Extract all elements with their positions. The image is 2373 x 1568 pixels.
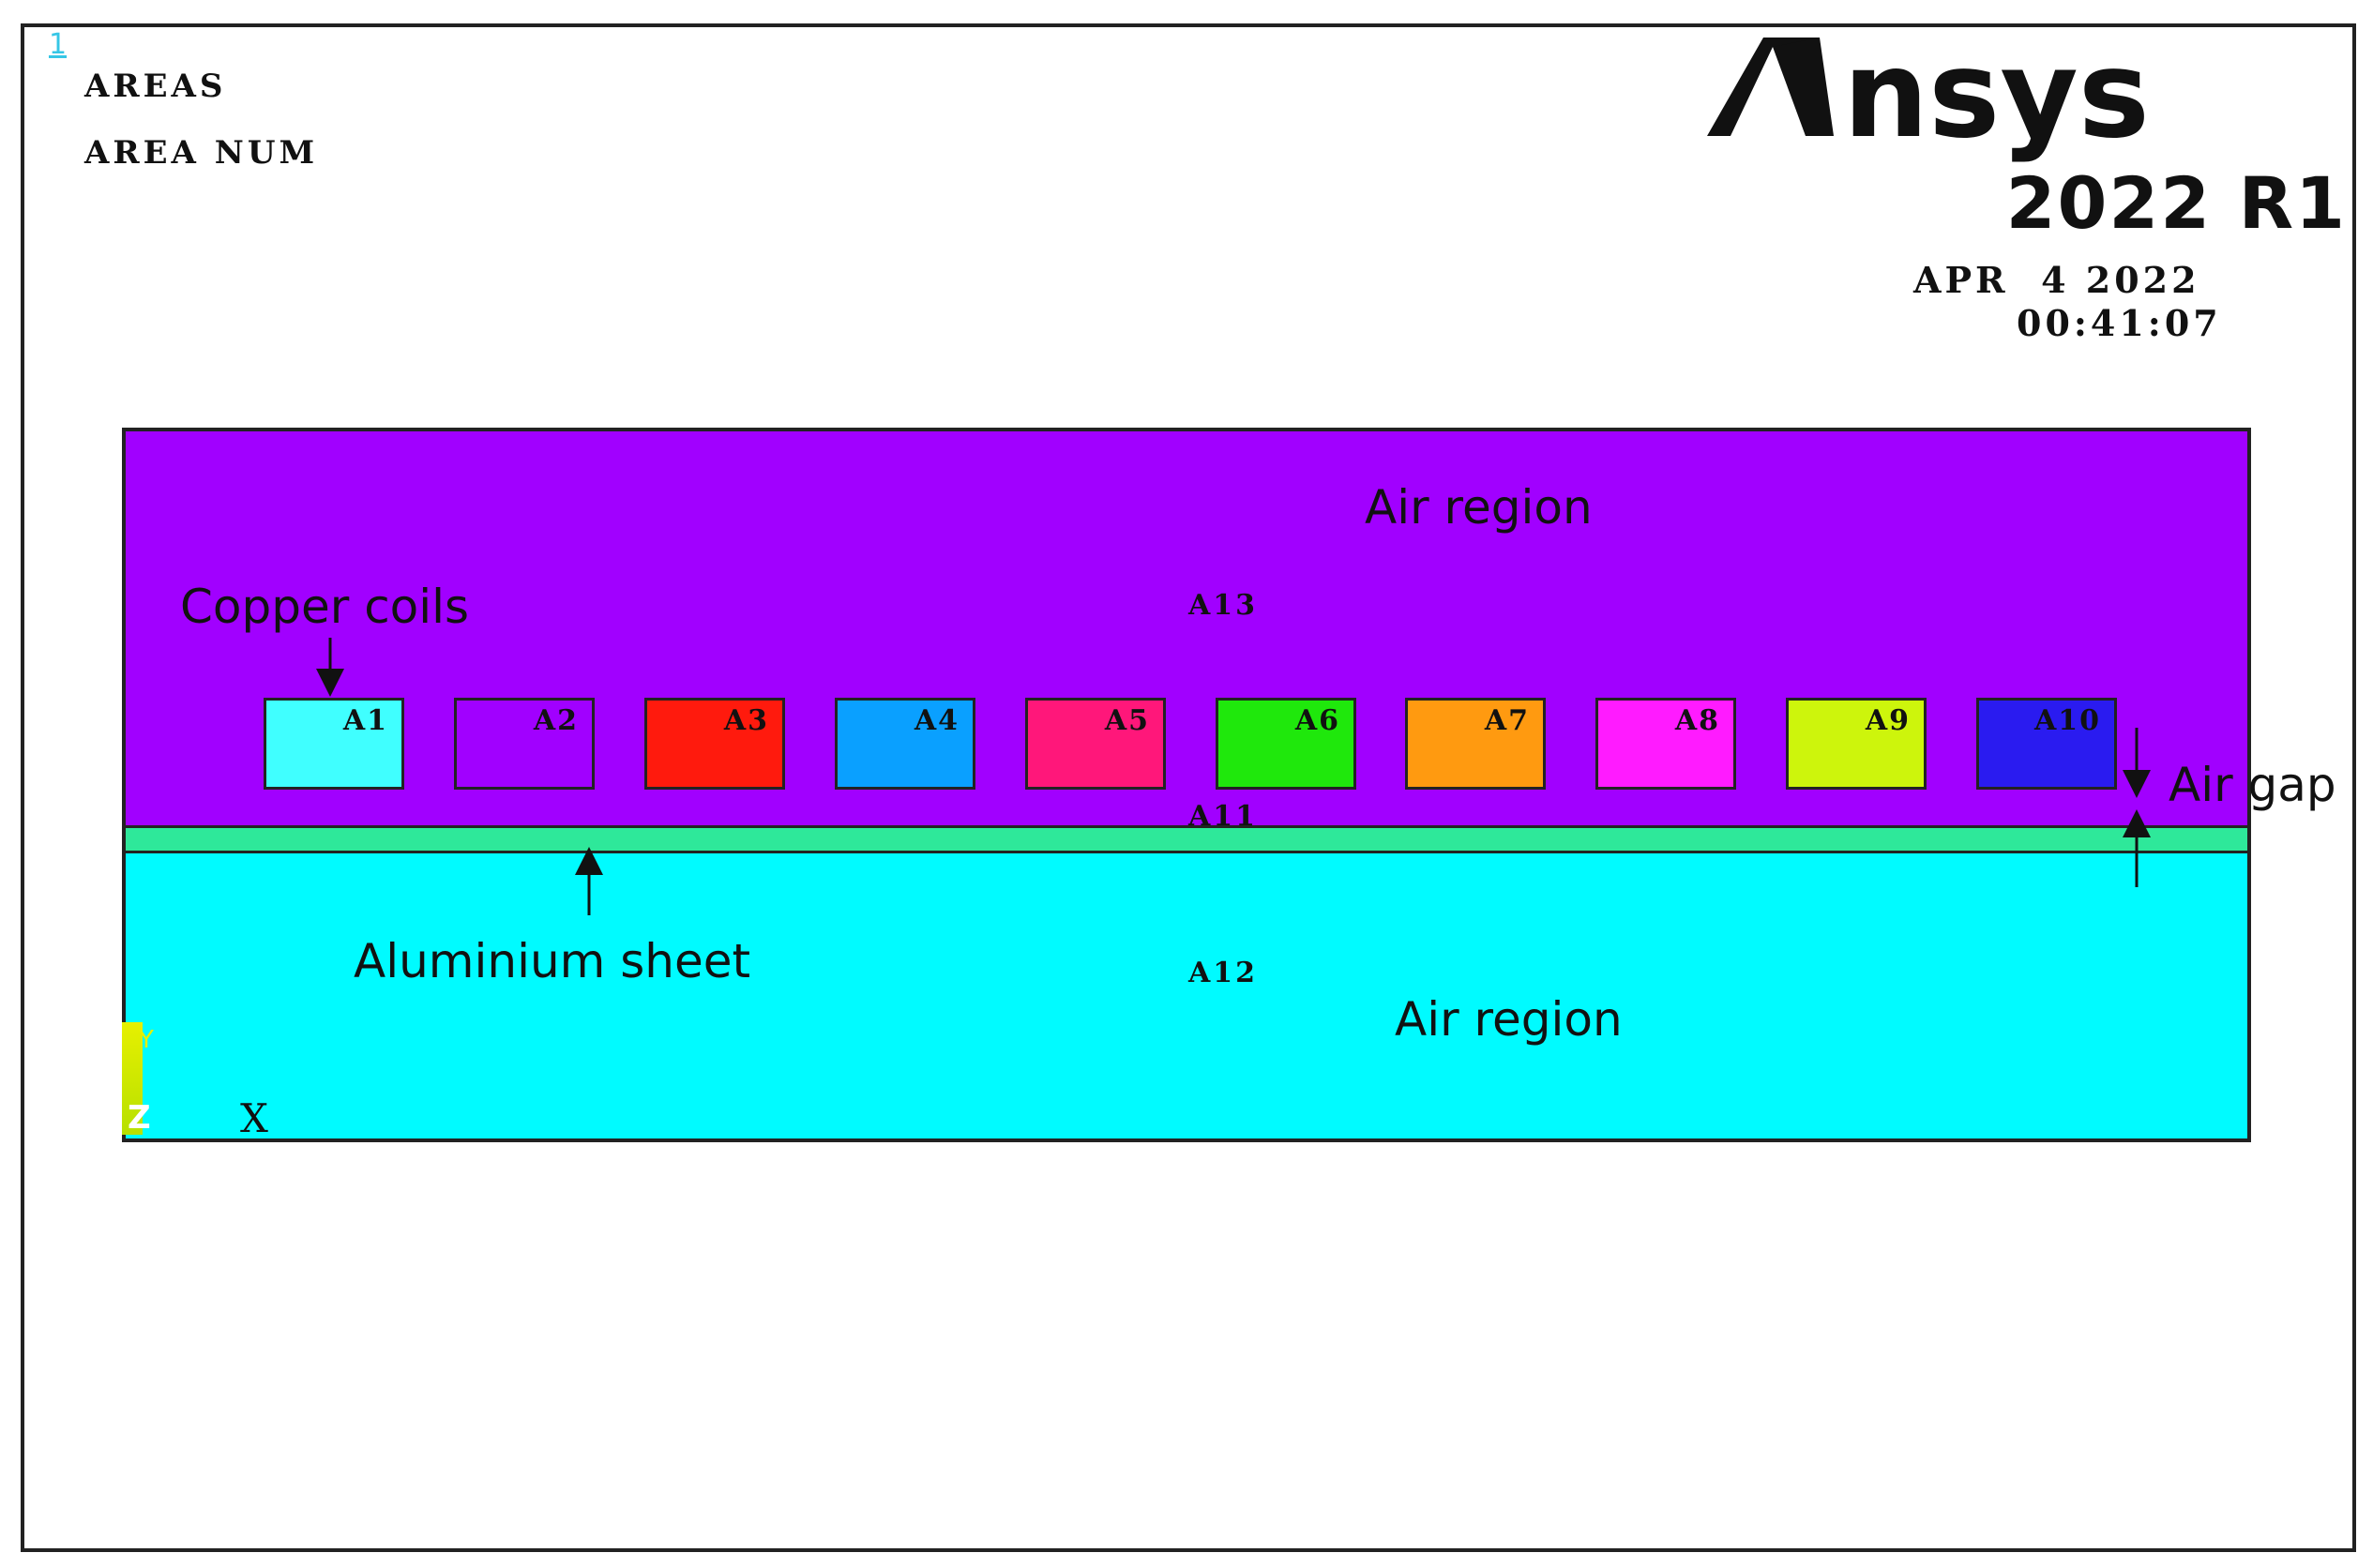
ansys-logo: nsys	[1707, 28, 2150, 165]
time-label: 00:41:07	[2017, 302, 2222, 344]
area-number-sheet: A11	[1188, 800, 1259, 833]
window-number: 1	[49, 28, 68, 61]
coil-area-number: A4	[914, 704, 960, 737]
copper-coils-annotation: Copper coils	[180, 580, 470, 634]
triad-z-label: Z	[128, 1099, 151, 1137]
copper-coil-9[interactable]: A9	[1786, 698, 1927, 790]
copper-coil-6[interactable]: A6	[1216, 698, 1356, 790]
date-label: APR 4 2022	[1913, 259, 2200, 301]
copper-coil-10[interactable]: A10	[1976, 698, 2117, 790]
copper-coil-1[interactable]: A1	[264, 698, 404, 790]
air-region-bottom	[126, 853, 2247, 1138]
coil-area-number: A2	[533, 704, 579, 737]
coil-area-number: A10	[2033, 704, 2101, 737]
version-label: 2022 R1	[2005, 161, 2347, 245]
coil-area-number: A8	[1674, 704, 1720, 737]
coil-area-number: A6	[1294, 704, 1340, 737]
air-gap-annotation: Air gap	[2169, 758, 2336, 812]
aluminium-sheet-annotation: Aluminium sheet	[354, 934, 751, 988]
aluminium-sheet	[126, 825, 2247, 853]
area-number-top-air: A13	[1188, 589, 1259, 622]
copper-coil-3[interactable]: A3	[644, 698, 785, 790]
coil-area-number: A3	[723, 704, 769, 737]
plot-numbering-label: AREA NUM	[84, 134, 319, 172]
svg-text:nsys: nsys	[1843, 28, 2150, 165]
air-region-top-annotation: Air region	[1365, 480, 1593, 535]
copper-coil-7[interactable]: A7	[1405, 698, 1546, 790]
coil-area-number: A9	[1865, 704, 1911, 737]
model-view[interactable]: A1 A2 A3 A4 A5 A6 A7 A8 A9 A10 A13 A11 A12	[122, 428, 2251, 1142]
coil-area-number: A1	[342, 704, 388, 737]
coil-area-number: A5	[1104, 704, 1150, 737]
triad-x-label: X	[240, 1095, 268, 1141]
copper-coil-2[interactable]: A2	[454, 698, 595, 790]
triad-y-label: Y	[139, 1026, 154, 1054]
coordinate-triad-y-axis	[122, 1022, 143, 1135]
air-region-bottom-annotation: Air region	[1395, 992, 1623, 1047]
area-number-bottom-air: A12	[1188, 957, 1259, 989]
copper-coil-5[interactable]: A5	[1025, 698, 1166, 790]
coil-area-number: A7	[1484, 704, 1530, 737]
plot-type-label: AREAS	[84, 68, 227, 105]
copper-coil-8[interactable]: A8	[1595, 698, 1736, 790]
graphics-window	[21, 23, 2356, 1552]
copper-coil-4[interactable]: A4	[835, 698, 975, 790]
